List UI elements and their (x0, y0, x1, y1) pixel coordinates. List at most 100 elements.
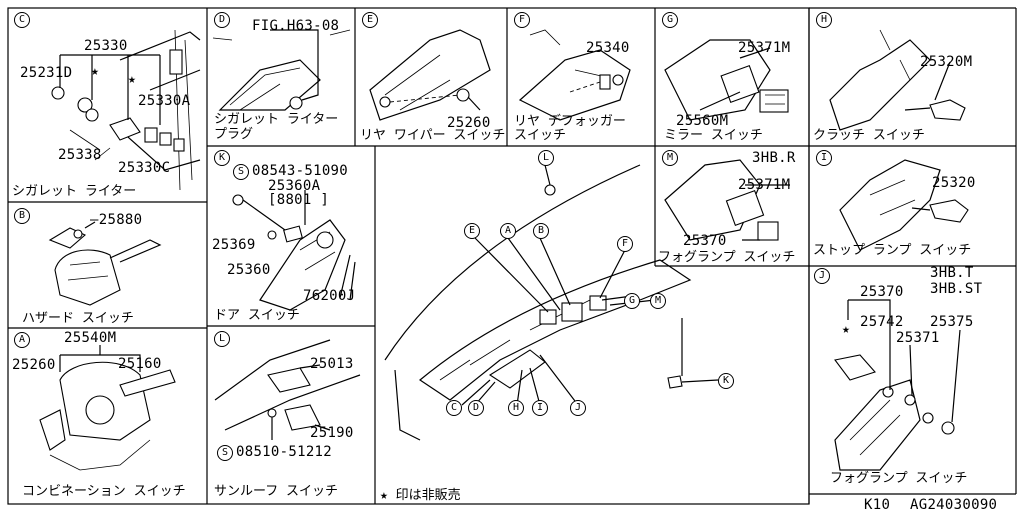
panel-a-marker: A (14, 332, 30, 348)
panel-caption: フォグランプ スイッチ (830, 471, 968, 486)
screw-symbol: S (217, 445, 233, 461)
panel-caption: リヤ デフォッガー (514, 114, 626, 129)
panel-l-marker: L (214, 331, 230, 347)
part-number: 25540M (64, 330, 117, 346)
screw-part-number: 08543-51090 (252, 163, 349, 179)
panel-b-marker: B (14, 208, 30, 224)
panel-k-illustration (232, 190, 356, 311)
panel-caption: シガレット ライター (214, 112, 339, 127)
panel-caption: クラッチ スイッチ (813, 128, 925, 143)
part-number: 25013 (310, 356, 354, 372)
panel-caption: スイッチ (514, 128, 567, 143)
part-number: 25370 (860, 284, 904, 300)
panel-c-illustration (51, 29, 201, 191)
part-number: 25338 (58, 147, 102, 163)
part-number-text: 25880 (98, 212, 143, 228)
part-number: 25330C (118, 160, 171, 176)
panel-caption: サンルーフ スイッチ (214, 484, 339, 499)
panel-c-marker: C (14, 12, 30, 28)
part-number: —25880 (90, 212, 142, 228)
location-marker-a: A (500, 223, 516, 239)
panel-d-marker: D (214, 12, 230, 28)
part-number: 25560M (676, 113, 729, 129)
panel-j-illustration (834, 299, 961, 471)
panel-f-illustration (518, 29, 631, 121)
panel-j-marker: J (814, 268, 830, 284)
part-number: 25231D (20, 65, 73, 81)
panel-h-marker: H (816, 12, 832, 28)
panel-caption: コンビネーション スイッチ (22, 484, 186, 499)
not-sold-star-icon: ★ (842, 322, 850, 337)
variant-code: 3HB.T (930, 265, 974, 281)
panel-g-illustration (664, 39, 789, 121)
panel-h-illustration (829, 29, 966, 131)
location-marker-c: C (446, 400, 462, 416)
part-number: 25160 (118, 356, 162, 372)
part-number: 25260 (447, 115, 491, 131)
location-marker-i: I (532, 400, 548, 416)
part-number: 25190 (310, 425, 354, 441)
part-number: 25360 (227, 262, 271, 278)
panel-d-illustration (212, 29, 351, 111)
location-marker-j: J (570, 400, 586, 416)
not-sold-star-icon: ★ (128, 72, 136, 87)
variant-code: 3HB.ST (930, 281, 983, 297)
variant-code: 3HB.R (752, 150, 796, 166)
leader-dash: — (90, 212, 99, 228)
part-number: 25371M (738, 177, 791, 193)
panel-caption: ストップ ランプ スイッチ (813, 243, 972, 258)
panel-k-marker: K (214, 150, 230, 166)
screw-part-number: 08510-51212 (236, 444, 333, 460)
part-number: 25330A (138, 93, 191, 109)
location-marker-f: F (617, 236, 633, 252)
panel-f-marker: F (514, 12, 530, 28)
part-number: 25330 (84, 38, 128, 54)
part-number: 25320 (932, 175, 976, 191)
instrument-panel-illustration (384, 164, 719, 441)
location-marker-k: K (718, 373, 734, 389)
screw-symbol: S (233, 164, 249, 180)
part-number: 76200J (303, 288, 356, 304)
panel-m-marker: M (662, 150, 678, 166)
date-range: [8801 ] (268, 192, 330, 208)
panel-l-illustration (214, 339, 361, 440)
location-marker-d: D (468, 400, 484, 416)
panel-e-illustration (369, 29, 491, 121)
location-marker-b: B (533, 223, 549, 239)
location-marker-h: H (508, 400, 524, 416)
panel-caption: プラグ (214, 127, 254, 142)
panel-caption: ドア スイッチ (214, 308, 300, 323)
location-marker-m: M (650, 293, 666, 309)
part-number: 25369 (212, 237, 256, 253)
panel-caption: ハザード スイッチ (22, 311, 134, 326)
panel-caption: シガレット ライター (12, 184, 137, 199)
panel-i-illustration (839, 159, 969, 251)
not-sold-note: ★ 印は非販売 (380, 488, 461, 503)
location-marker-l: L (538, 150, 554, 166)
part-number: 25340 (586, 40, 630, 56)
panel-g-marker: G (662, 12, 678, 28)
panel-a-illustration (39, 345, 176, 471)
panel-caption: ミラー スイッチ (664, 128, 763, 143)
location-marker-e: E (464, 223, 480, 239)
panel-i-marker: I (816, 150, 832, 166)
panel-caption: フォグランプ スイッチ (658, 250, 796, 265)
figure-code: AG24030090 (910, 497, 998, 513)
location-marker-g: G (624, 293, 640, 309)
panel-m-illustration (664, 159, 790, 241)
part-number: 25360A (268, 178, 321, 194)
part-number: 25320M (920, 54, 973, 70)
part-number: 25370 (683, 233, 727, 249)
panel-grid (7, 7, 1017, 505)
part-number: 25371M (738, 40, 791, 56)
not-sold-star-icon: ★ (91, 64, 99, 79)
panel-e-marker: E (362, 12, 378, 28)
part-number: 25260 (12, 357, 56, 373)
part-number: 25375 (930, 314, 974, 330)
figure-reference: FIG.H63-08 (252, 18, 340, 34)
panel-b-illustration (48, 221, 162, 306)
part-number: 25742 (860, 314, 904, 330)
part-number: 25371 (896, 330, 940, 346)
